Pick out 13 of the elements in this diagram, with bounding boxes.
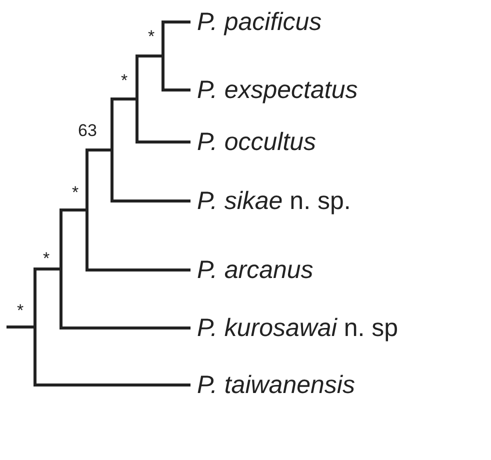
support-value: *: [17, 302, 24, 320]
species-name: P. pacificus: [197, 8, 322, 36]
support-value: *: [72, 184, 79, 202]
species-name: P. kurosawai n. sp: [197, 314, 398, 342]
support-value: *: [121, 72, 128, 90]
species-name: P. taiwanensis: [197, 371, 355, 399]
species-name: P. arcanus: [197, 256, 314, 284]
species-name: P. exspectatus: [197, 76, 358, 104]
support-value: 63: [78, 122, 97, 140]
species-name: P. sikae n. sp.: [197, 187, 351, 215]
species-name: P. occultus: [197, 128, 316, 156]
support-value: *: [148, 28, 155, 46]
support-value: *: [43, 250, 50, 268]
